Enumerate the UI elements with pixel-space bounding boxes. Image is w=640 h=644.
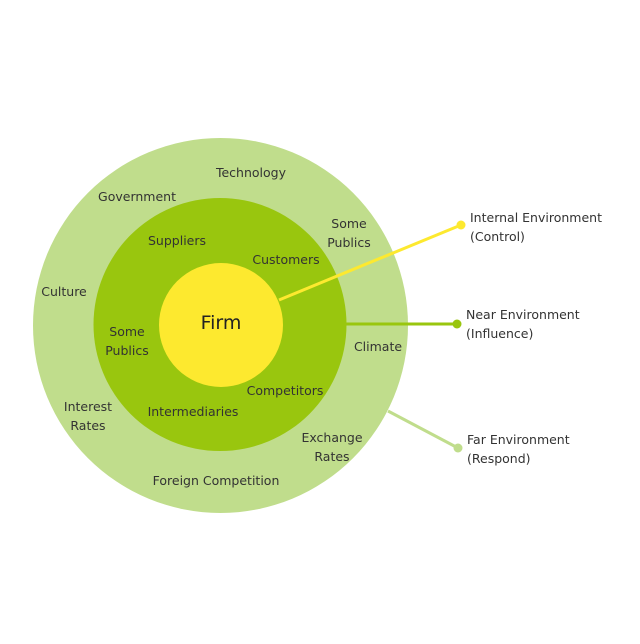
label-line: Rates <box>314 449 350 464</box>
legend-subtitle: (Control) <box>470 229 525 244</box>
legend-subtitle: (Respond) <box>467 451 531 466</box>
internal-connector-line <box>278 223 462 302</box>
label-line: Intermediaries <box>147 404 239 419</box>
label-line: Some <box>109 324 145 339</box>
label-line: Culture <box>41 284 87 299</box>
far-connector-line <box>387 409 459 450</box>
label-line: Climate <box>353 339 403 354</box>
legend-title: Internal Environment <box>470 210 602 225</box>
near-label-intermediaries: Intermediaries <box>148 402 239 421</box>
firm-label: Firm <box>200 312 242 334</box>
far-label-technology: Technology <box>216 163 286 182</box>
firm-circle <box>159 263 283 387</box>
internal-connector-dot <box>456 220 466 230</box>
label-line: Some <box>331 216 367 231</box>
label-line: Publics <box>327 235 371 250</box>
near-label-customers: Customers <box>252 250 319 269</box>
legend-near-environment: Near Environment (Influence) <box>466 305 580 343</box>
near-label-competitors: Competitors <box>247 381 324 400</box>
legend-title: Far Environment <box>467 432 570 447</box>
label-line: Interest <box>63 399 113 414</box>
label-line: Government <box>98 189 176 204</box>
label-line: Foreign Competition <box>152 473 280 488</box>
label-line: Exchange <box>301 430 363 445</box>
label-line: Suppliers <box>147 233 207 248</box>
label-line: Competitors <box>246 383 324 398</box>
legend-internal-environment: Internal Environment (Control) <box>470 208 602 246</box>
near-connector-dot <box>452 319 462 329</box>
far-connector-dot <box>453 443 463 453</box>
legend-far-environment: Far Environment (Respond) <box>467 430 570 468</box>
far-label-culture: Culture <box>41 282 87 301</box>
legend-title: Near Environment <box>466 307 580 322</box>
label-line: Technology <box>215 165 287 180</box>
far-label-government: Government <box>98 187 176 206</box>
legend-subtitle: (Influence) <box>466 326 534 341</box>
far-label-climate: Climate <box>354 337 402 356</box>
label-line: Customers <box>252 252 320 267</box>
label-line: Publics <box>105 343 149 358</box>
near-label-suppliers: Suppliers <box>148 231 206 250</box>
label-line: Rates <box>70 418 106 433</box>
far-label-foreign-competition: Foreign Competition <box>153 471 280 490</box>
